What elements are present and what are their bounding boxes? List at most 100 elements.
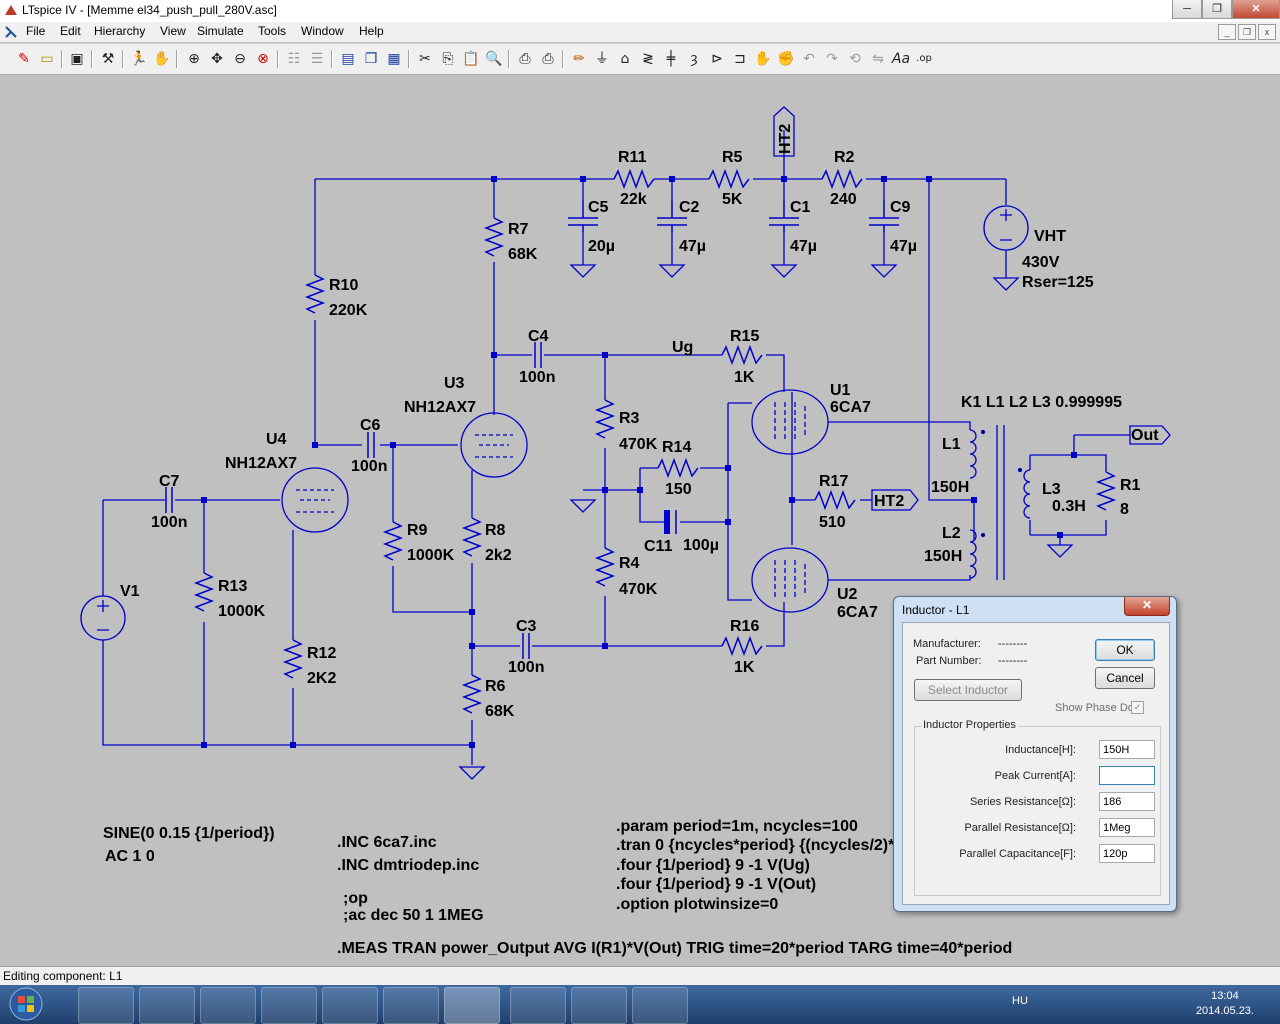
u3-symbol xyxy=(460,412,528,478)
print-setup-icon[interactable]: ⎙ xyxy=(519,51,531,67)
peak-current-field[interactable] xyxy=(1099,766,1155,785)
ltspice-2-icon[interactable] xyxy=(571,987,627,1024)
start-button-icon[interactable] xyxy=(4,985,48,1024)
label-net-icon[interactable]: ⌂ xyxy=(620,51,630,67)
window-title: LTspice IV - [Memme el34_push_pull_280V.… xyxy=(22,3,277,17)
resistor-icon[interactable]: ≷ xyxy=(642,51,654,67)
r3-value: 470K xyxy=(619,436,658,453)
inductor-icon[interactable]: ȝ xyxy=(690,51,698,67)
dialog-close-button[interactable]: ✕ xyxy=(1124,597,1170,616)
new-schematic-icon[interactable]: ✎ xyxy=(18,51,30,67)
spice-directive-icon[interactable]: .op xyxy=(916,53,932,64)
pan-icon[interactable]: ✥ xyxy=(211,51,223,67)
c2-name: C2 xyxy=(679,199,700,216)
clock-time: 13:04 xyxy=(1211,990,1239,1002)
component-icon[interactable]: ⊐ xyxy=(734,51,746,67)
r1-value: 8 xyxy=(1120,501,1129,518)
select-inductor-button[interactable]: Select Inductor xyxy=(914,679,1022,701)
cascade-icon[interactable]: ❐ xyxy=(364,51,378,67)
red-app-icon[interactable] xyxy=(632,987,688,1024)
mdi-restore-button[interactable]: ❐ xyxy=(1238,24,1256,40)
r3-symbol xyxy=(594,399,616,439)
r7-name: R7 xyxy=(508,221,529,238)
close-window-icon[interactable]: ▦ xyxy=(387,51,401,67)
open-icon[interactable]: ▭ xyxy=(40,51,54,67)
control-panel-icon[interactable]: ⚒ xyxy=(101,51,115,67)
redo-icon[interactable]: ↷ xyxy=(826,51,838,67)
text-icon[interactable]: Aa xyxy=(891,51,911,67)
dialog-body: Manufacturer: -------- Part Number: ----… xyxy=(902,622,1170,905)
rotate-icon[interactable]: ⟲ xyxy=(849,51,861,67)
copy-icon[interactable]: ⎘ xyxy=(442,51,454,67)
menu-file[interactable]: File xyxy=(26,24,46,38)
schematic-canvas[interactable]: R11 22k R5 5K R2 240 C5 20µ C2 47µ C1 47… xyxy=(0,74,1280,966)
toolbar: ✎ ▭ ▣ ⚒ 🏃 ✋ ⊕ ✥ ⊖ ⊗ ☷ ☰ ▤ ❐ ▦ ✂ ⎘ 📋 🔍 ⎙ … xyxy=(0,43,1280,75)
menu-edit[interactable]: Edit xyxy=(60,24,81,38)
floppy-save-icon[interactable] xyxy=(78,987,134,1024)
save-icon[interactable]: ▣ xyxy=(70,51,84,67)
zoom-in-icon[interactable]: ⊕ xyxy=(188,51,200,67)
mdi-close-button[interactable]: x xyxy=(1258,24,1276,40)
r14-name: R14 xyxy=(662,439,691,456)
print-icon[interactable]: ⎙ xyxy=(542,51,554,67)
menu-tools[interactable]: Tools xyxy=(258,24,287,38)
manufacturer-label: Manufacturer: xyxy=(913,638,981,650)
menu-help[interactable]: Help xyxy=(359,24,384,38)
menu-simulate[interactable]: Simulate xyxy=(197,24,244,38)
l2-name: L2 xyxy=(942,525,961,542)
file-explorer-icon[interactable] xyxy=(261,987,317,1024)
undo-icon[interactable]: ↶ xyxy=(803,51,815,67)
cancel-button[interactable]: Cancel xyxy=(1095,667,1155,689)
ground-icon[interactable]: ⏚ xyxy=(595,51,609,67)
language-indicator[interactable]: HU xyxy=(1012,995,1028,1007)
ac-comment: ;ac dec 50 1 1MEG xyxy=(343,907,484,924)
clock[interactable]: 13:04 2014.05.23. xyxy=(1196,989,1254,1019)
ok-button[interactable]: OK xyxy=(1095,639,1155,661)
menu-window[interactable]: Window xyxy=(301,24,344,38)
zoom-out-icon[interactable]: ⊖ xyxy=(234,51,246,67)
calculator-icon[interactable] xyxy=(200,987,256,1024)
r8-symbol xyxy=(461,517,483,557)
firefox-icon[interactable] xyxy=(383,987,439,1024)
magnet-icon[interactable] xyxy=(139,987,195,1024)
r17-symbol xyxy=(814,489,856,511)
mirror-icon[interactable]: ⇋ xyxy=(872,51,884,67)
autoscale-icon[interactable]: ☷ xyxy=(287,51,301,67)
c1-symbol xyxy=(769,200,799,232)
capacitor-icon[interactable]: ╪ xyxy=(666,51,676,67)
tile-icon[interactable]: ☰ xyxy=(310,51,324,67)
parallel-capacitance-field[interactable]: 120p xyxy=(1099,844,1155,863)
halt-icon[interactable]: ✋ xyxy=(153,51,171,67)
r3-name: R3 xyxy=(619,410,640,427)
r17-name: R17 xyxy=(819,473,848,490)
r6-symbol xyxy=(461,674,483,714)
mdi-document-icon[interactable] xyxy=(4,25,18,39)
menu-view[interactable]: View xyxy=(160,24,186,38)
paste-icon[interactable]: 📋 xyxy=(462,51,480,67)
status-bar: Editing component: L1 xyxy=(0,966,1280,986)
tile-windows-icon[interactable]: ▤ xyxy=(341,51,355,67)
move-icon[interactable]: ✋ xyxy=(754,51,772,67)
restore-button[interactable]: ❐ xyxy=(1202,0,1232,19)
zoom-cancel-icon[interactable]: ⊗ xyxy=(257,51,269,67)
find-icon[interactable]: 🔍 xyxy=(485,51,503,67)
cut-icon[interactable]: ✂ xyxy=(419,51,431,67)
show-phase-dot-checkbox[interactable]: ✓ xyxy=(1131,701,1144,714)
u2-symbol xyxy=(751,547,829,613)
inductance-field[interactable]: 150H xyxy=(1099,740,1155,759)
excel-icon[interactable] xyxy=(510,987,566,1024)
ltspice-icon[interactable] xyxy=(444,987,500,1024)
outlook-icon[interactable] xyxy=(322,987,378,1024)
minimize-button[interactable]: ─ xyxy=(1172,0,1202,19)
u1-name: U1 xyxy=(830,382,851,399)
mdi-minimize-button[interactable]: _ xyxy=(1218,24,1236,40)
menu-hierarchy[interactable]: Hierarchy xyxy=(94,24,146,38)
close-button[interactable]: ✕ xyxy=(1232,0,1280,19)
drag-icon[interactable]: ✊ xyxy=(777,51,795,67)
draw-wire-icon[interactable]: ✏ xyxy=(573,51,585,67)
diode-icon[interactable]: ⊳ xyxy=(711,51,723,67)
r6-value: 68K xyxy=(485,703,515,720)
parallel-resistance-field[interactable]: 1Meg xyxy=(1099,818,1155,837)
series-resistance-field[interactable]: 186 xyxy=(1099,792,1155,811)
run-icon[interactable]: 🏃 xyxy=(130,51,148,67)
